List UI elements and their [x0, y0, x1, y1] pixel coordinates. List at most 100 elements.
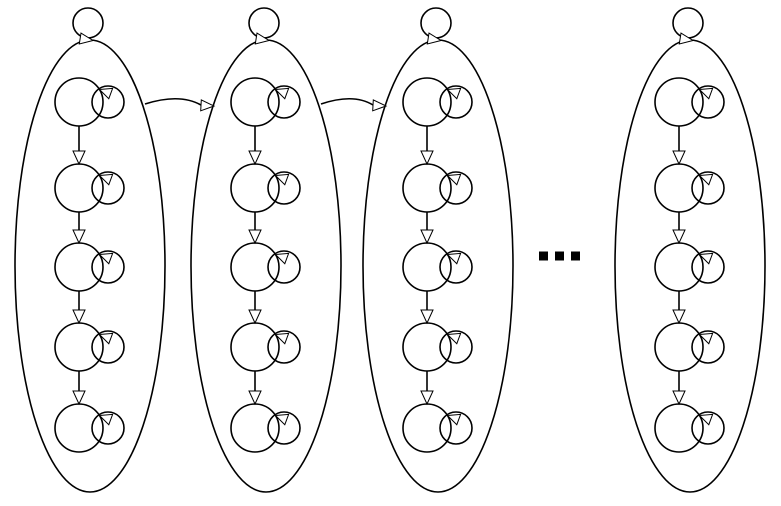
state-node-self-loop: [439, 411, 473, 445]
group-transition: [320, 97, 374, 106]
state-transition-arrowhead: [420, 390, 434, 406]
state-node: [402, 163, 452, 213]
group-self-loop-arrowhead: [678, 32, 695, 45]
ellipsis-marker: [539, 251, 580, 261]
group-self-loop-arrowhead: [426, 32, 443, 45]
state-node-self-loop-arrowhead: [274, 87, 290, 100]
state-node: [54, 322, 104, 372]
state-node-self-loop: [691, 250, 725, 284]
state-node-self-loop-arrowhead: [446, 332, 462, 345]
state-transition-arrowhead: [248, 309, 262, 325]
state-transition-arrowhead: [72, 309, 86, 325]
state-transition-arrowhead: [420, 309, 434, 325]
state-node: [230, 77, 280, 127]
group-self-loop: [420, 7, 452, 39]
group-transition: [144, 97, 202, 106]
state-node-self-loop: [439, 85, 473, 119]
state-node: [654, 242, 704, 292]
state-node-self-loop: [439, 171, 473, 205]
state-node: [54, 163, 104, 213]
state-node-self-loop-arrowhead: [98, 87, 114, 100]
group-transition-arrowhead: [200, 99, 216, 112]
state-node-self-loop-arrowhead: [446, 252, 462, 265]
group-ellipse: [614, 39, 766, 493]
state-transition-arrowhead: [672, 390, 686, 406]
state-node-self-loop: [439, 330, 473, 364]
state-group-3: [362, 7, 514, 493]
state-node: [654, 77, 704, 127]
state-node-self-loop: [91, 171, 125, 205]
state-node: [230, 403, 280, 453]
group-self-loop-arrowhead: [78, 32, 95, 45]
state-node-self-loop: [91, 250, 125, 284]
state-node-self-loop: [267, 250, 301, 284]
state-group-4: [614, 7, 766, 493]
group-ellipse: [190, 39, 342, 493]
state-node-self-loop-arrowhead: [698, 173, 714, 186]
state-node: [402, 77, 452, 127]
state-node: [654, 322, 704, 372]
state-transition-arrowhead: [72, 390, 86, 406]
state-node-self-loop-arrowhead: [446, 173, 462, 186]
state-node-self-loop: [691, 85, 725, 119]
state-node-self-loop-arrowhead: [274, 413, 290, 426]
state-group-2: [190, 7, 342, 493]
state-node-self-loop-arrowhead: [98, 413, 114, 426]
state-transition-arrowhead: [248, 390, 262, 406]
state-node: [230, 322, 280, 372]
group-self-loop: [248, 7, 280, 39]
state-node-self-loop-arrowhead: [98, 173, 114, 186]
group-ellipse: [362, 39, 514, 493]
group-self-loop: [72, 7, 104, 39]
state-node-self-loop-arrowhead: [98, 332, 114, 345]
state-node: [402, 242, 452, 292]
state-node-self-loop-arrowhead: [446, 87, 462, 100]
state-node-self-loop-arrowhead: [698, 252, 714, 265]
state-node: [654, 163, 704, 213]
state-node-self-loop-arrowhead: [98, 252, 114, 265]
state-node-self-loop: [691, 171, 725, 205]
state-node-self-loop-arrowhead: [698, 332, 714, 345]
state-node-self-loop-arrowhead: [698, 413, 714, 426]
connectors-layer: [144, 97, 388, 112]
group-ellipse: [14, 39, 166, 493]
state-transition-arrowhead: [672, 229, 686, 245]
group-self-loop-arrowhead: [254, 32, 271, 45]
state-group-1: [14, 7, 166, 493]
state-node-self-loop-arrowhead: [446, 413, 462, 426]
state-node: [654, 403, 704, 453]
state-node-self-loop-arrowhead: [698, 87, 714, 100]
state-node: [54, 403, 104, 453]
state-transition-arrowhead: [672, 150, 686, 166]
state-node: [230, 163, 280, 213]
state-node-self-loop-arrowhead: [274, 173, 290, 186]
ellipsis-dot: [539, 251, 548, 261]
state-transition-arrowhead: [72, 229, 86, 245]
group-transition-arrowhead: [372, 99, 388, 112]
state-node-self-loop: [267, 330, 301, 364]
state-node-self-loop: [267, 171, 301, 205]
ellipsis-dot: [571, 251, 580, 261]
state-node-self-loop: [691, 411, 725, 445]
state-transition-arrowhead: [420, 150, 434, 166]
state-node: [54, 77, 104, 127]
state-node-self-loop: [691, 330, 725, 364]
state-transition-arrowhead: [420, 229, 434, 245]
group-self-loop: [672, 7, 704, 39]
state-node: [230, 242, 280, 292]
state-node-self-loop-arrowhead: [274, 252, 290, 265]
state-node-self-loop: [91, 411, 125, 445]
state-node-self-loop: [91, 85, 125, 119]
state-node-self-loop: [439, 250, 473, 284]
state-node-self-loop-arrowhead: [274, 332, 290, 345]
state-node-self-loop: [267, 411, 301, 445]
state-node: [54, 242, 104, 292]
groups-layer: [14, 7, 766, 493]
state-node: [402, 403, 452, 453]
state-transition-arrowhead: [72, 150, 86, 166]
state-transition-arrowhead: [672, 309, 686, 325]
state-node-self-loop: [91, 330, 125, 364]
state-node: [402, 322, 452, 372]
state-node-self-loop: [267, 85, 301, 119]
